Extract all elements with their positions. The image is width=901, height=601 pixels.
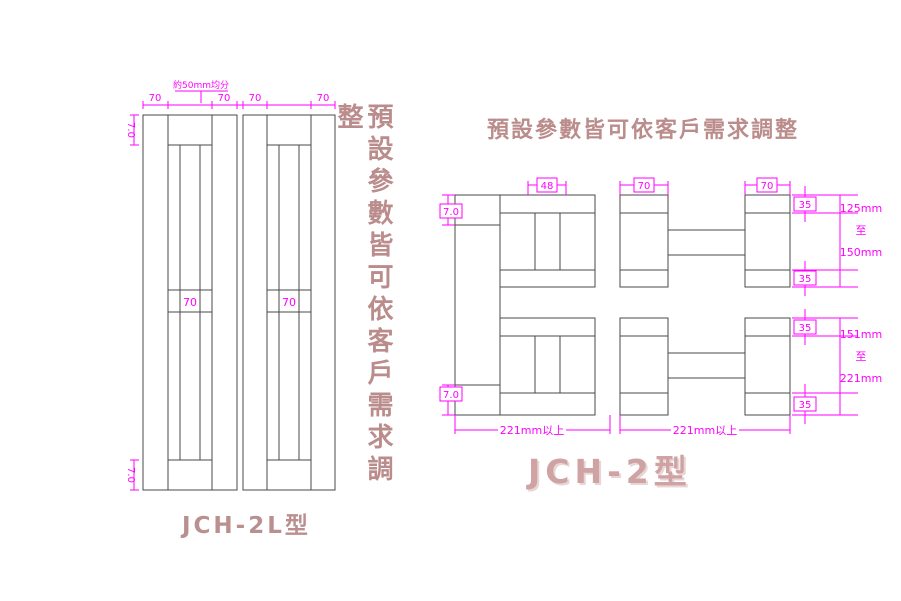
dim-side-bottom: 7.0 <box>125 467 136 483</box>
dim-range-bottom-to: 至 <box>856 350 867 363</box>
dim-range-bottom-min: 151mm <box>840 328 882 341</box>
left-drawing-title: JCH-2L型 <box>182 513 311 539</box>
dim-bottom-width-2: 221mm以上 <box>673 424 737 437</box>
dim-center-right: 70 <box>282 296 296 309</box>
dim-range-bottom-max: 221mm <box>840 372 882 385</box>
left-drawing-note-vertical: 預設參數皆可依客戶需求調整 <box>333 103 393 487</box>
dim-35-2: 35 <box>799 274 812 285</box>
dim-top-70-1: 70 <box>638 181 651 192</box>
dim-bottom-width-1: 221mm以上 <box>500 424 564 437</box>
dim-70-1: 70 <box>149 93 162 104</box>
dim-range-top-max: 150mm <box>840 246 882 259</box>
dim-48: 48 <box>541 181 554 192</box>
dim-70-4: 70 <box>317 93 330 104</box>
right-geometry <box>454 194 791 416</box>
dim-35-4: 35 <box>799 400 812 411</box>
dim-range-top-min: 125mm <box>840 202 882 215</box>
dim-35-3: 35 <box>799 323 812 334</box>
right-drawing: 48 70 70 7.0 7.0 <box>439 177 882 437</box>
left-panel-a <box>142 114 238 491</box>
left-dimensions: 70 70 70 70 約50mm均分 7.0 7.0 70 70 <box>125 79 336 491</box>
dim-range-top-to: 至 <box>856 224 867 237</box>
dim-side-top: 7.0 <box>125 122 136 138</box>
dim-70-3: 70 <box>249 93 262 104</box>
dim-top-70-2: 70 <box>761 181 774 192</box>
left-panel-b <box>242 114 336 491</box>
dim-left-top: 7.0 <box>443 207 459 218</box>
dim-left-bottom: 7.0 <box>443 390 459 401</box>
dim-70-2: 70 <box>218 93 231 104</box>
right-drawing-note: 預設參數皆可依客戶需求調整 <box>487 118 800 143</box>
right-dimensions: 48 70 70 7.0 7.0 <box>439 177 882 437</box>
dim-spacing-note: 約50mm均分 <box>173 79 229 91</box>
dim-35-1: 35 <box>799 200 812 211</box>
dim-center-left: 70 <box>183 296 197 309</box>
right-drawing-title: JCH-2型 <box>528 452 692 491</box>
left-drawing: 70 70 70 70 約50mm均分 7.0 7.0 70 70 <box>125 79 336 491</box>
